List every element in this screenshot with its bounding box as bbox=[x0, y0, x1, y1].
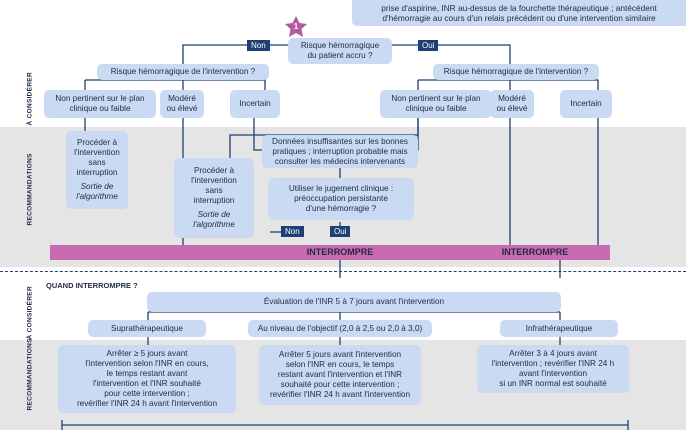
right-option-moderate: Modéré ou élevé bbox=[490, 90, 534, 118]
patient-risk-no-tag: Non bbox=[247, 40, 270, 51]
left-option-low: Non pertinent sur le plan clinique ou fa… bbox=[44, 90, 156, 118]
proceed-left-text: Procéder à l'intervention sans interrupt… bbox=[74, 138, 120, 177]
reco-supra: Arrêter ≥ 5 jours avant l'intervention s… bbox=[58, 345, 236, 413]
proceed-left-box: Procéder à l'intervention sans interrupt… bbox=[66, 131, 128, 209]
proceed-mid-exit: Sortie de l'algorithme bbox=[193, 210, 235, 229]
section-divider bbox=[0, 271, 686, 272]
interrupt-left-label: INTERROMPRE bbox=[306, 247, 374, 257]
left-option-uncertain: Incertain bbox=[230, 90, 280, 118]
top-note-line1: prise d'aspirine, INR au-dessus de la fo… bbox=[381, 3, 657, 13]
clinical-judgment-box: Utiliser le jugement clinique : préoccup… bbox=[268, 178, 414, 220]
proceed-left-exit: Sortie de l'algorithme bbox=[76, 182, 118, 201]
right-option-uncertain: Incertain bbox=[560, 90, 612, 118]
interrupt-bar bbox=[50, 245, 610, 260]
top-note-line2: d'hémorragie au cours d'un relais précéd… bbox=[382, 13, 656, 23]
proceed-mid-text: Procéder à l'intervention sans interrupt… bbox=[191, 166, 237, 205]
level-supra: Suprathérapeutique bbox=[88, 320, 206, 337]
left-option-moderate: Modéré ou élevé bbox=[160, 90, 204, 118]
judgment-no-tag: Non bbox=[281, 226, 304, 237]
reco-target: Arrêter 5 jours avant l'intervention sel… bbox=[259, 345, 421, 405]
step-star-icon bbox=[285, 16, 307, 37]
right-option-low: Non pertinent sur le plan clinique ou fa… bbox=[380, 90, 492, 118]
reco-infra: Arrêter 3 à 4 jours avant l'intervention… bbox=[477, 345, 629, 393]
level-target: Au niveau de l'objectif (2,0 à 2,5 ou 2,… bbox=[248, 320, 432, 337]
step-number: 1 bbox=[293, 22, 299, 31]
judgment-yes-tag: Oui bbox=[330, 226, 351, 237]
interrupt-right-label: INTERROMPRE bbox=[501, 247, 569, 257]
patient-risk-question: Risque hémorragique du patient accru ? bbox=[288, 38, 392, 64]
right-intervention-question: Risque hémorragique de l'intervention ? bbox=[433, 64, 599, 80]
insufficient-data-box: Données insuffisantes sur les bonnes pra… bbox=[262, 135, 418, 168]
inr-evaluation-box: Évaluation de l'INR 5 à 7 jours avant l'… bbox=[147, 292, 561, 312]
top-note-box: prise d'aspirine, INR au-dessus de la fo… bbox=[352, 0, 686, 26]
level-infra: Infrathérapeutique bbox=[500, 320, 618, 337]
when-interrupt-heading: QUAND INTERROMPRE ? bbox=[46, 281, 138, 290]
proceed-mid-box: Procéder à l'intervention sans interrupt… bbox=[174, 158, 254, 238]
patient-risk-yes-tag: Oui bbox=[418, 40, 439, 51]
left-intervention-question: Risque hémorragique de l'intervention ? bbox=[97, 64, 269, 80]
